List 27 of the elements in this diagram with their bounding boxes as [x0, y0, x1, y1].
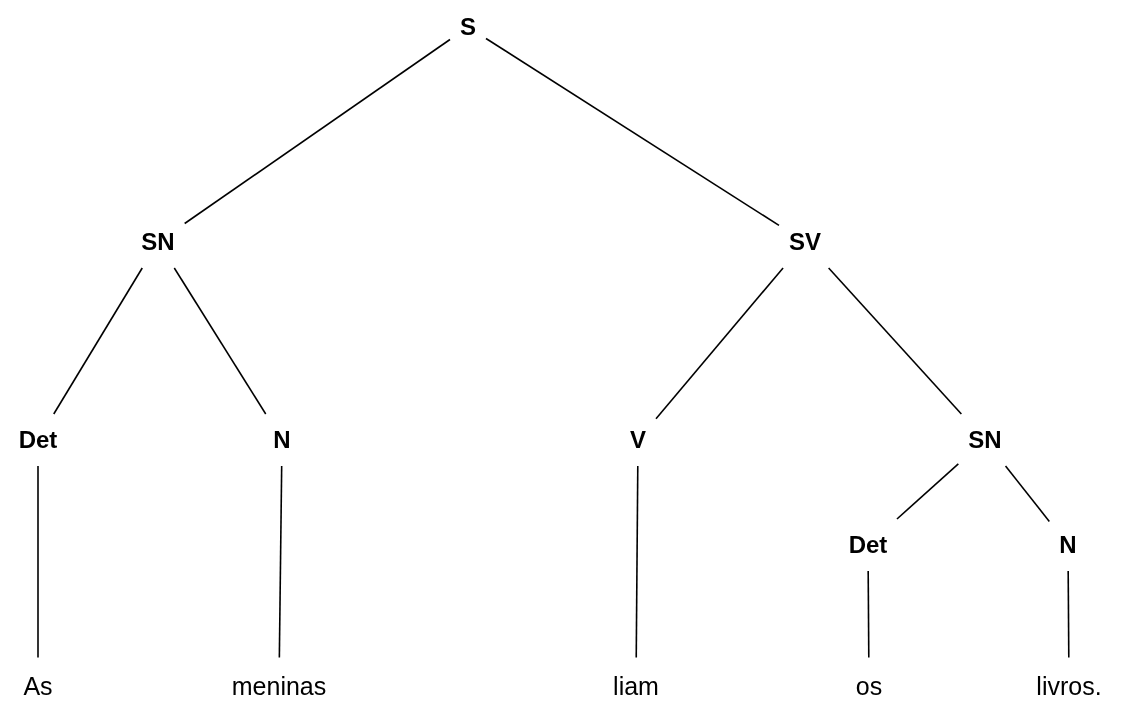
tree-branch-line — [173, 267, 267, 415]
tree-branch-line — [485, 37, 780, 227]
category-label: N — [273, 426, 291, 454]
category-label: SN — [141, 228, 175, 256]
tree-branch-line — [1004, 465, 1051, 523]
category-label: Det — [18, 426, 58, 454]
tree-branch-line — [827, 267, 963, 415]
tree-branch-line — [52, 267, 144, 415]
category-label: S — [460, 13, 476, 41]
category-label: N — [1059, 531, 1077, 559]
category-label: Det — [848, 531, 888, 559]
tree-branch-line — [867, 570, 870, 659]
tree-branch-line — [1067, 570, 1070, 659]
category-label: V — [630, 426, 646, 454]
tree-branch-line — [37, 465, 39, 659]
word-label: As — [23, 671, 53, 701]
tree-branch-line — [183, 38, 451, 225]
tree-branch-line — [278, 465, 283, 659]
tree-branch-line — [635, 465, 639, 659]
word-label: meninas — [231, 671, 327, 701]
tree-branch-line — [896, 463, 960, 520]
tree-branch-line — [655, 267, 784, 420]
word-label: os — [855, 671, 883, 701]
category-label: SV — [789, 228, 821, 256]
word-label: liam — [613, 671, 659, 701]
word-label: livros. — [1036, 671, 1102, 701]
category-label: SN — [968, 426, 1002, 454]
